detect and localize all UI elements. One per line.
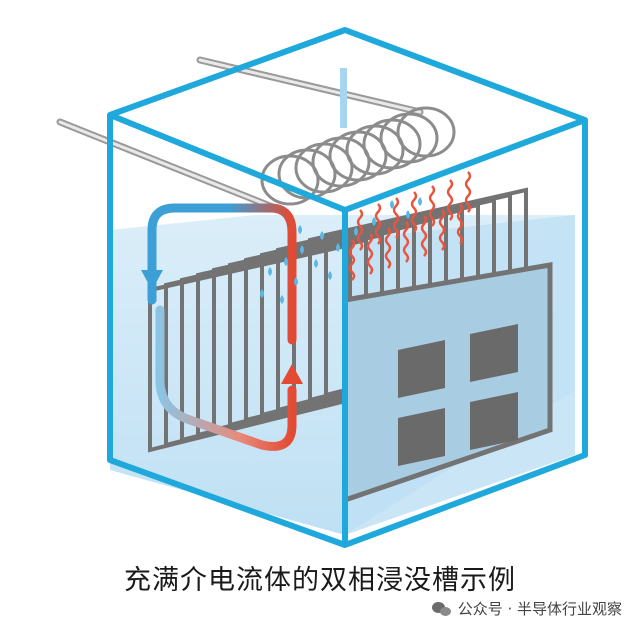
droplet (406, 210, 410, 219)
droplet (320, 231, 324, 240)
fluid-circulation-arrow (141, 203, 303, 451)
vapor-bubbles (348, 171, 472, 281)
vapor-line (392, 197, 400, 239)
vapor-line (428, 185, 436, 227)
vapor-line (410, 191, 418, 233)
droplet (314, 259, 318, 268)
condensate-droplets (260, 197, 422, 304)
droplet (354, 227, 358, 236)
droplet (294, 277, 298, 286)
droplet (336, 243, 340, 252)
coil-loop (396, 106, 456, 158)
droplet (268, 267, 272, 276)
droplet (300, 245, 304, 254)
figure-caption: 充满介电流体的双相浸没槽示例 (124, 565, 516, 596)
up-arrow-icon (281, 364, 303, 384)
vapor-line (366, 233, 374, 275)
vapor-line (456, 203, 464, 245)
vapor-line (374, 203, 382, 245)
droplet (298, 225, 302, 234)
chip (470, 392, 518, 450)
down-arrow-icon (141, 270, 163, 290)
vapor-line (402, 221, 410, 263)
chip (398, 340, 445, 398)
tank-outline (107, 27, 588, 548)
vapor-line (464, 171, 472, 213)
vapor-line (384, 227, 392, 269)
droplet (390, 200, 394, 209)
droplet (284, 257, 288, 266)
chip (398, 408, 445, 466)
vapor-line (356, 209, 364, 251)
vapor-line (438, 209, 446, 251)
chip (470, 324, 518, 382)
droplet (280, 295, 284, 304)
server-board (342, 262, 553, 504)
wechat-icon (431, 601, 452, 617)
vapor-line (446, 179, 454, 221)
droplet (260, 289, 264, 298)
droplet (328, 271, 332, 280)
watermark-text: 公众号 · 半导体行业观察 (457, 600, 622, 618)
condenser-coil (260, 106, 456, 206)
vapor-line (348, 239, 356, 281)
tank-illustration (56, 27, 588, 548)
droplet (418, 197, 422, 206)
vapor-line (420, 215, 428, 257)
watermark: 公众号 · 半导体行业观察 (431, 598, 622, 619)
droplet (372, 217, 376, 226)
